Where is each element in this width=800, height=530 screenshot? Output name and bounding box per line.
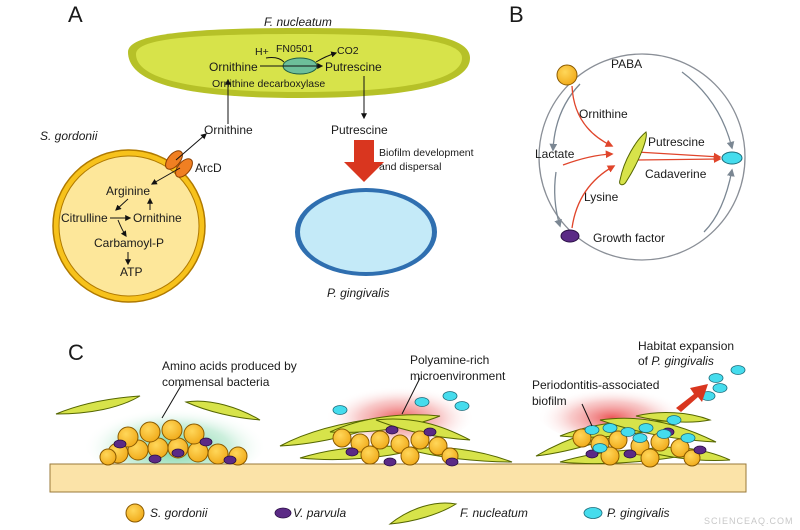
poly-label-1: Polyamine-rich — [410, 353, 489, 367]
sg-pathway-arrows — [110, 197, 153, 266]
atp-label: ATP — [120, 265, 142, 279]
legend-sgordonii-swatch — [125, 503, 145, 523]
pgingivalis-cell-a — [295, 188, 437, 276]
ornithine-in-fn: Ornithine — [209, 60, 258, 74]
co2-label: CO2 — [337, 45, 359, 57]
fn-title: F. nucleatum — [264, 15, 332, 29]
dispersed-pgingivalis — [700, 365, 746, 401]
legend-vparvula: V. parvula — [293, 506, 346, 520]
arcd-label: ArcD — [195, 161, 222, 175]
habitat-label-1: Habitat expansion — [638, 339, 734, 353]
amino-pointer — [161, 383, 183, 419]
biofilm-3-pgingivalis — [584, 415, 696, 453]
biofilm-2-vparvula — [345, 425, 459, 467]
panel-b-circle — [538, 53, 746, 261]
panel-label-b: B — [509, 2, 524, 27]
ornithine-export-arrow — [175, 133, 207, 161]
pg-title: P. gingivalis — [327, 286, 389, 300]
habitat-prefix: of — [638, 354, 651, 368]
perio-pointer — [581, 403, 593, 427]
enzyme-name-label: Ornithine decarboxylase — [212, 78, 325, 90]
paba-cell — [556, 64, 578, 86]
lysine-label: Lysine — [584, 190, 619, 204]
ornithine-b-label: Ornithine — [579, 107, 628, 121]
amino-label-2: commensal bacteria — [162, 375, 270, 389]
ornithine-in-sg: Ornithine — [133, 211, 182, 225]
pgingivalis-b — [721, 151, 743, 165]
fnucleatum-b — [619, 131, 647, 186]
habitat-label-2: of P. gingivalis — [638, 354, 714, 368]
arginine-import-arrow — [150, 167, 181, 185]
enzyme-reaction-arrows — [260, 51, 338, 69]
paba-label: PABA — [611, 57, 642, 71]
legend-fnucleatum-swatch — [388, 502, 458, 525]
h-plus-label: H+ — [255, 46, 269, 58]
perio-label-2: biofilm — [532, 394, 567, 408]
sgordonii-cell-a — [52, 149, 206, 303]
legend-pgingivalis: P. gingivalis — [607, 506, 669, 520]
ornithine-exported: Ornithine — [204, 123, 253, 137]
cadaverine-b-label: Cadaverine — [645, 167, 707, 181]
habitat-species: P. gingivalis — [651, 354, 713, 368]
legend: S. gordonii V. parvula F. nucleatum P. g… — [125, 502, 669, 525]
panel-label-a: A — [68, 2, 83, 27]
arcd-transporter — [165, 150, 193, 178]
legend-sgordonii: S. gordonii — [150, 506, 208, 520]
putrescine-b-label: Putrescine — [648, 135, 705, 149]
tooth-substrate — [49, 463, 747, 493]
enzyme-id-label: FN0501 — [276, 43, 314, 55]
putrescine-in-fn: Putrescine — [325, 60, 382, 74]
panel-b-gray-arrows — [549, 71, 735, 233]
panel-label-c: C — [68, 340, 84, 365]
poly-label-2: microenvironment — [410, 369, 506, 383]
growth-factor-label: Growth factor — [593, 231, 665, 245]
habitat-red-arrow — [676, 384, 708, 412]
watermark: SCIENCEAQ.COM — [704, 516, 794, 526]
biofilm-note-2: and dispersal — [379, 161, 441, 173]
legend-vparvula-swatch — [274, 507, 292, 519]
putrescine-exported: Putrescine — [331, 123, 388, 137]
biofilm-note-1: Biofilm development — [379, 147, 474, 159]
citrulline-label: Citrulline — [61, 211, 108, 225]
biofilm-1-vparvula — [113, 437, 237, 465]
carbamoyl-label: Carbamoyl-P — [94, 236, 164, 250]
legend-fnucleatum: F. nucleatum — [460, 506, 528, 520]
biofilm-3-sgordonii — [572, 428, 701, 468]
sg-title: S. gordonii — [40, 129, 98, 143]
biofilm-2-pgingivalis — [332, 391, 470, 415]
biofilm-red-arrow — [344, 140, 384, 182]
legend-pgingivalis-swatch — [583, 507, 603, 519]
vparvula-b — [560, 229, 580, 243]
perio-label-1: Periodontitis-associated — [532, 378, 659, 392]
fn-free-cells — [55, 395, 261, 421]
arginine-label: Arginine — [106, 184, 150, 198]
poly-pointer — [401, 377, 421, 415]
amino-label-1: Amino acids produced by — [162, 359, 297, 373]
panel-b-red-arrows — [562, 85, 722, 229]
lactate-label: Lactate — [535, 147, 575, 161]
